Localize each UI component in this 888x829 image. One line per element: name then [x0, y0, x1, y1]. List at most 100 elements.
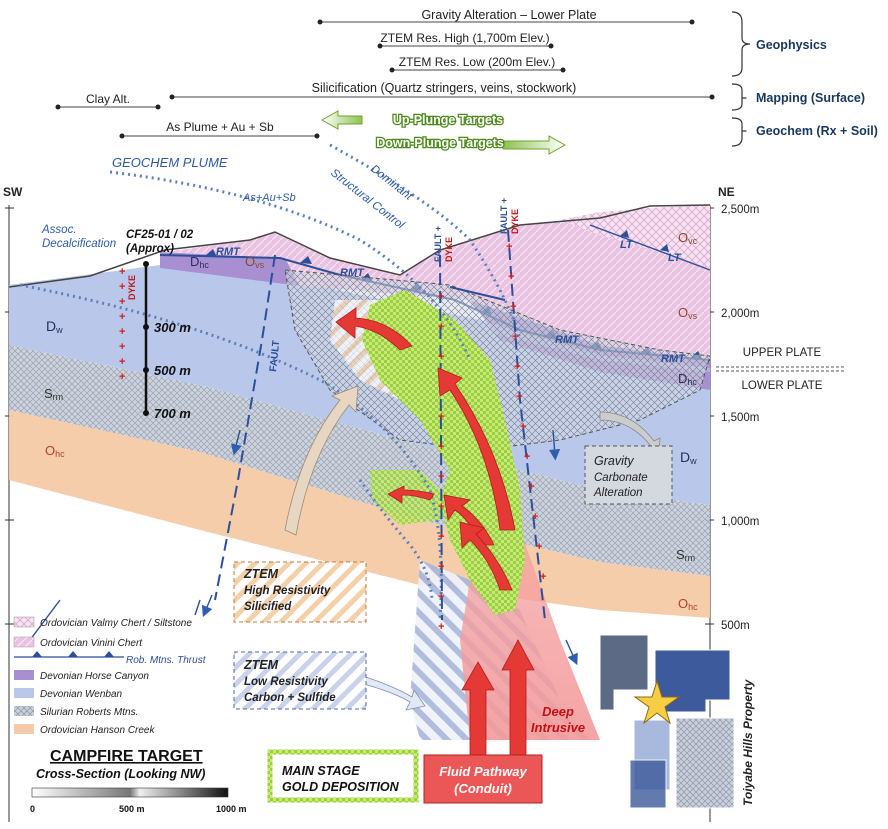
- svg-text:+: +: [508, 271, 514, 283]
- conduit-label: (Conduit): [454, 781, 512, 796]
- unit-dw-east: Dw: [680, 449, 697, 466]
- down-plunge-label: Down-Plunge Targets: [376, 136, 504, 150]
- topographic-surface: [8, 204, 711, 288]
- ztem-high-silicified: Silicified: [244, 601, 292, 613]
- svg-text:+: +: [524, 451, 530, 463]
- unit-dw-west: Dw: [46, 318, 63, 335]
- svg-text:+: +: [438, 441, 444, 453]
- carbonate-label: Carbonate: [594, 472, 648, 484]
- fault-dyke-2-b: DYKE: [510, 209, 520, 234]
- lower-plate-label: LOWER PLATE: [742, 380, 823, 392]
- scale-bar: [31, 787, 229, 798]
- fluid-arrows: [335, 307, 535, 761]
- property-label: Toiyabe Hills Property: [741, 678, 755, 806]
- dyke-markers: +++ +++ ++ +++ +++ +++ +++ +++ +++ +++ +…: [119, 241, 546, 633]
- depth-700: 700 m: [154, 406, 191, 421]
- svg-text:+: +: [438, 471, 444, 483]
- main-stage-label: MAIN STAGE: [282, 764, 360, 778]
- svg-text:+: +: [536, 541, 542, 553]
- assoc-label: Assoc.: [41, 224, 77, 236]
- svg-text:+: +: [119, 266, 125, 278]
- figure-subtitle: Cross-Section (Looking NW): [36, 767, 205, 781]
- fluid-pathway-label: Fluid Pathway: [439, 764, 527, 779]
- ztem-high-box: [233, 561, 367, 623]
- silicification-label: Silicification (Quartz stringers, veins,…: [312, 81, 577, 95]
- sw-label: SW: [3, 185, 23, 199]
- svg-text:+: +: [520, 421, 526, 433]
- ztem-low-label: ZTEM Res. Low (200m Elev.): [399, 55, 555, 69]
- drillhole-name: CF25-01 / 02: [126, 229, 194, 241]
- svg-text:+: +: [438, 591, 444, 603]
- depth-500: 500 m: [154, 363, 191, 378]
- rmt-label-1: RMT: [216, 246, 241, 258]
- ztem-low-title: ZTEM: [243, 658, 279, 672]
- gravity-label: Gravity: [594, 454, 634, 468]
- lt-thrust-line: [589, 224, 711, 271]
- svg-text:+: +: [438, 351, 444, 363]
- ztem-high-resistivity: High Resistivity: [244, 585, 331, 597]
- target-star-icon: [633, 679, 681, 725]
- scale-mid: 500 m: [119, 804, 145, 814]
- svg-text:+: +: [119, 371, 125, 383]
- unit-srm-east: Srm: [676, 547, 695, 563]
- property-map-inset: [599, 634, 735, 809]
- svg-text:+: +: [119, 311, 125, 323]
- fault-label: FAULT: [268, 340, 282, 372]
- figure-title: CAMPFIRE TARGET: [50, 748, 203, 765]
- ztem-low-carbon: Carbon + Sulfide: [244, 692, 336, 704]
- as-plume-label: As Plume + Au + Sb: [166, 120, 274, 134]
- legend-wenban: Devonian Wenban: [40, 689, 123, 700]
- elev-2000: 2,000m: [721, 308, 759, 320]
- unit-srm-west: Srm: [44, 386, 63, 402]
- unit-ohc-west: Ohc: [45, 443, 65, 459]
- fault-dyke-1-a: FAULT +: [433, 226, 443, 262]
- svg-text:+: +: [438, 621, 444, 633]
- legend-roberts: Silurian Roberts Mtns.: [40, 707, 138, 718]
- valmy-unit: [560, 205, 710, 268]
- svg-text:+: +: [438, 411, 444, 423]
- unit-ovs-west: Ovs: [245, 254, 265, 270]
- svg-text:+: +: [119, 281, 125, 293]
- geophysics-group: Geophysics: [756, 38, 827, 52]
- legend-rmt: Rob. Mtns. Thrust: [126, 655, 207, 666]
- header-bars: [55, 19, 715, 139]
- legend-valmy: Ordovician Valmy Chert / Siltstone: [40, 618, 192, 629]
- horse-canyon-west: [160, 252, 300, 286]
- deep-label: Deep: [542, 704, 574, 719]
- legend-vinini: Ordovician Vinini Chert: [40, 638, 143, 649]
- fault-dyke-1-b: DYKE: [444, 237, 454, 262]
- unit-ohc-east: Ohc: [678, 596, 698, 612]
- geochem-group: Geochem (Rx + Soil): [756, 124, 878, 138]
- decalcification-label: Decalcification: [42, 238, 116, 250]
- svg-text:+: +: [438, 291, 444, 303]
- ztem-high-label: ZTEM Res. High (1,700m Elev.): [380, 31, 549, 45]
- elev-1000: 1,000m: [721, 516, 759, 528]
- dyke-label-west: DYKE: [127, 275, 137, 300]
- unit-dhc-east: Dhc: [678, 371, 697, 387]
- fault-west: [214, 254, 276, 601]
- fault-dyke-1: [439, 254, 443, 621]
- svg-text:+: +: [438, 321, 444, 333]
- elev-2500: 2,500m: [721, 204, 759, 216]
- intrusive-label: Intrusive: [531, 720, 585, 735]
- unit-ovc: Ovc: [678, 230, 698, 246]
- svg-text:+: +: [532, 511, 538, 523]
- ztem-high-title: ZTEM: [243, 567, 279, 581]
- gravity-alteration-label: Gravity Alteration – Lower Plate: [421, 8, 596, 22]
- lt-label-2: LT: [668, 252, 682, 264]
- as-au-sb-label: As+Au+Sb: [242, 192, 296, 204]
- svg-text:+: +: [516, 391, 522, 403]
- svg-text:+: +: [540, 571, 546, 583]
- fluid-pathway-box: [423, 754, 543, 804]
- ztem-low-box: [233, 651, 367, 710]
- svg-text:+: +: [514, 361, 520, 373]
- rmt-label-4: RMT: [661, 353, 686, 365]
- upper-plate-label: UPPER PLATE: [743, 347, 822, 359]
- fault-dyke-2: [507, 229, 546, 621]
- alteration-label: Alteration: [593, 487, 643, 499]
- legend: [13, 616, 124, 734]
- unit-dhc-west: Dhc: [190, 254, 209, 270]
- legend-hanson: Ordovician Hanson Creek: [40, 725, 155, 736]
- roberts-mtns-unit: [9, 345, 710, 576]
- gold-deposition-label: GOLD DEPOSITION: [282, 780, 400, 794]
